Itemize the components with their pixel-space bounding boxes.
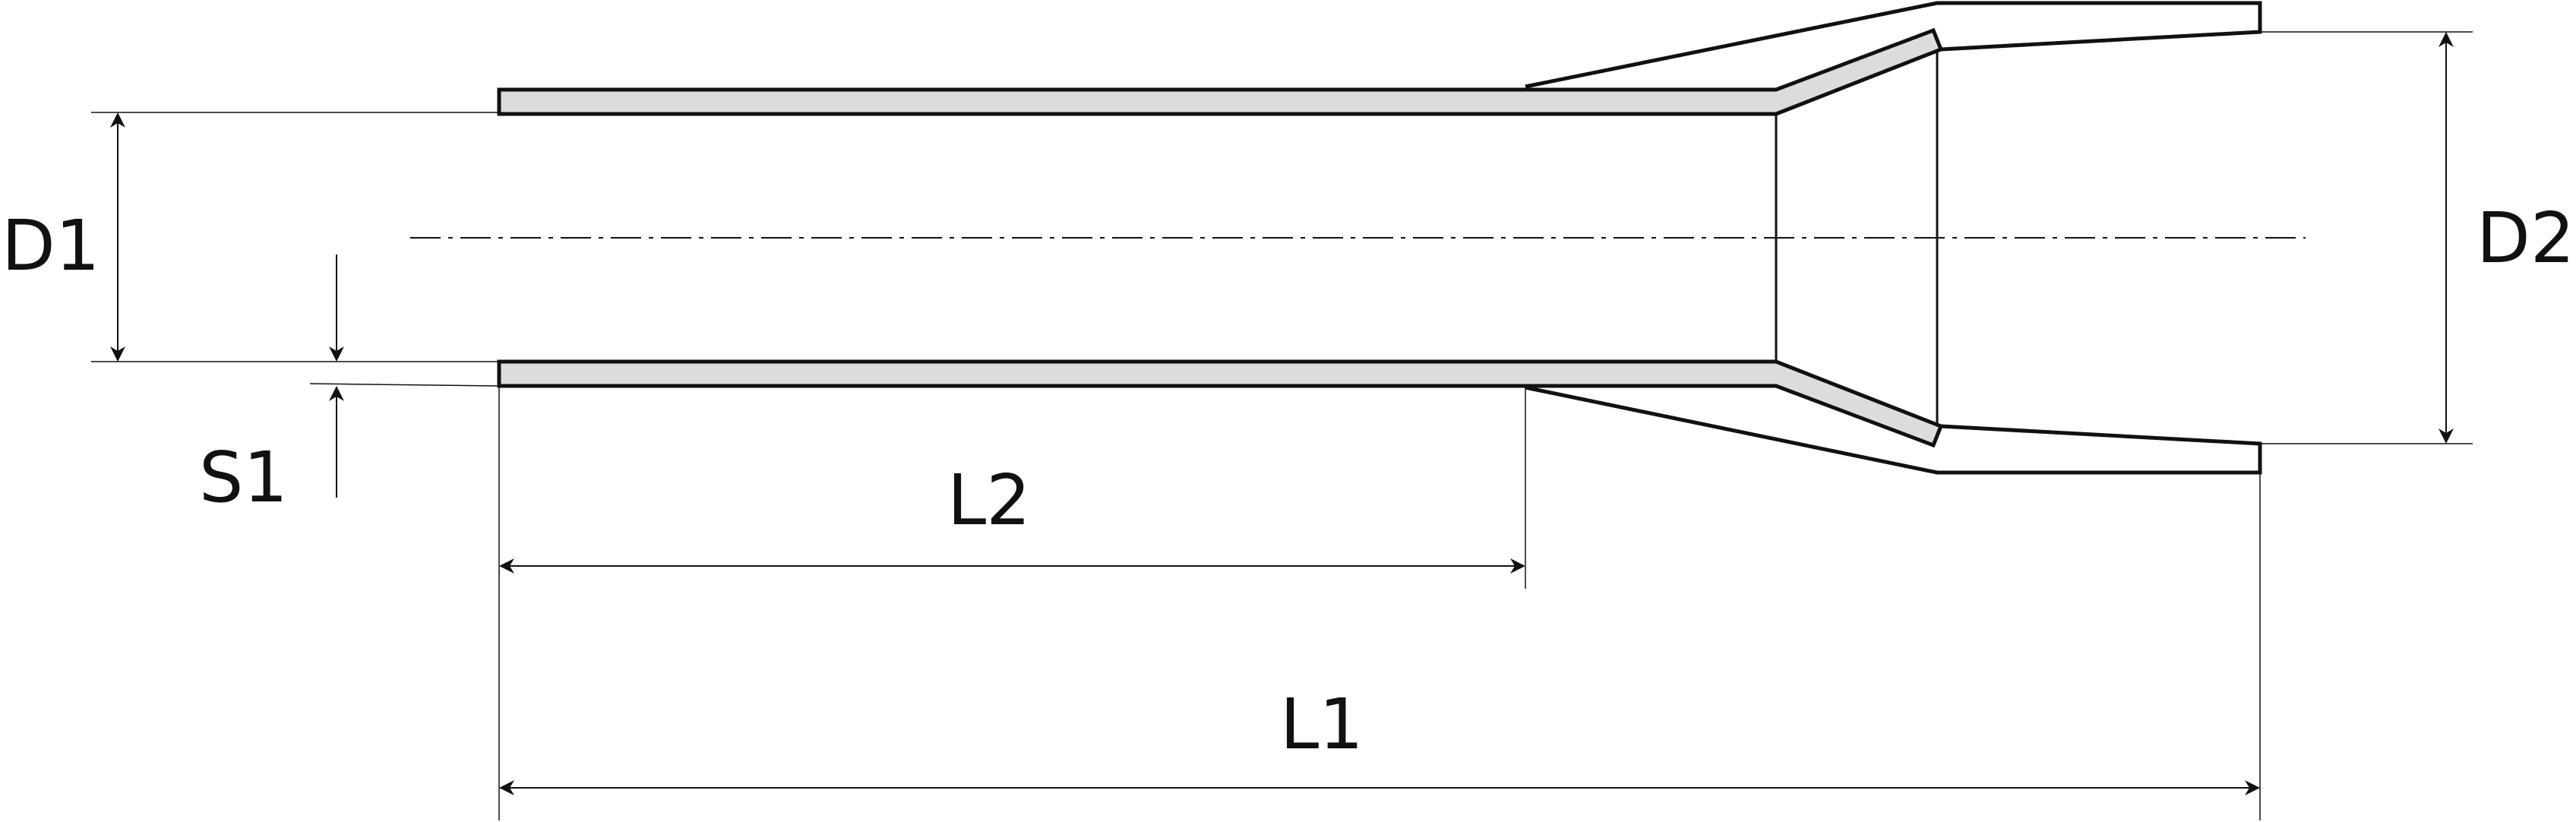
tube-wall-top	[497, 27, 1944, 116]
dimension-l2-label: L2	[947, 460, 1031, 541]
dimension-s1-label: S1	[199, 437, 288, 518]
extension-lines	[91, 31, 2473, 820]
tube-wall-bottom	[497, 359, 1944, 448]
collar-outline-top	[1525, 1, 2262, 89]
dimension-d1-label: D1	[2, 205, 100, 286]
dimension-lines	[110, 32, 2454, 795]
dimension-l1-label: L1	[1280, 684, 1364, 765]
dimension-d2-label: D2	[2476, 198, 2574, 279]
